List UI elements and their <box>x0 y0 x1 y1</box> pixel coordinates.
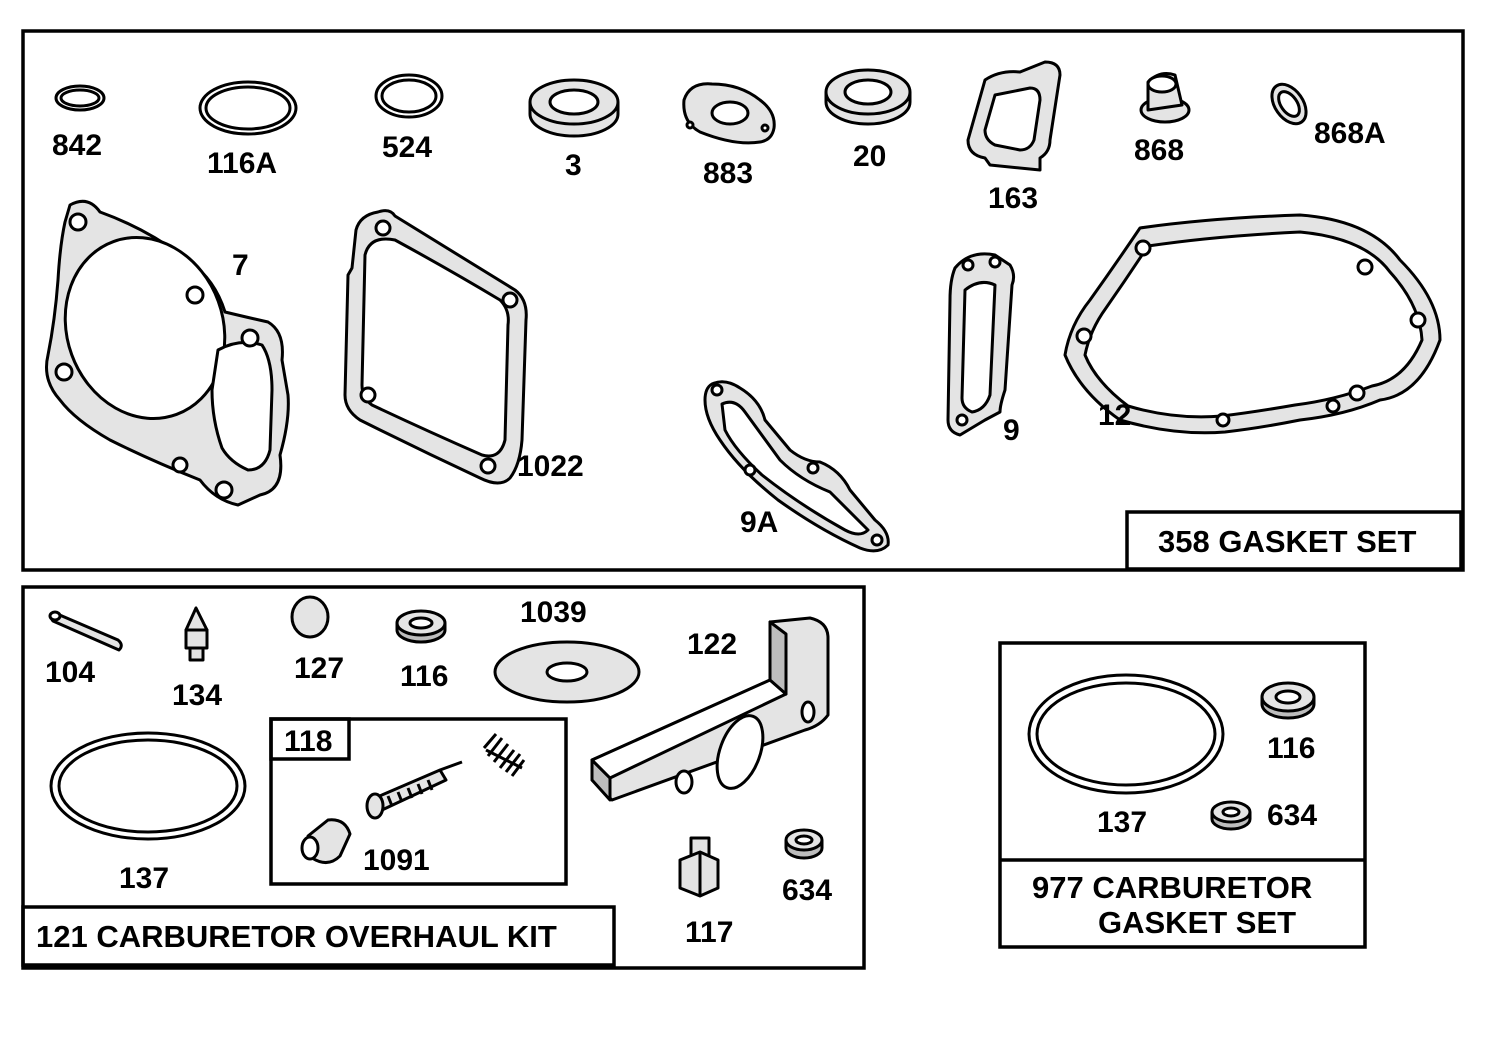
svg-text:9A: 9A <box>740 506 778 539</box>
gasket-set-panel: 358 GASKET SET 842 116A 524 3 <box>21 29 1465 572</box>
svg-text:134: 134 <box>172 679 222 712</box>
overhaul-kit-title: 121 CARBURETOR OVERHAUL KIT <box>36 919 557 954</box>
part-868: 868 <box>1134 72 1191 167</box>
part-104: 104 <box>45 610 123 689</box>
svg-text:137: 137 <box>119 862 169 895</box>
part-3: 3 <box>528 78 620 182</box>
svg-text:122: 122 <box>687 628 737 661</box>
gasket-set-title-box <box>1125 510 1463 571</box>
overhaul-kit-title-box <box>21 905 616 967</box>
svg-text:116: 116 <box>1267 732 1315 765</box>
svg-text:117: 117 <box>685 916 733 949</box>
gasket-set-title: 358 GASKET SET <box>1158 524 1416 559</box>
subkit-118-title: 118 <box>284 725 332 758</box>
svg-text:868: 868 <box>1134 134 1184 167</box>
part-1091: 1091 <box>300 733 526 877</box>
subkit-118-title-box <box>269 717 351 761</box>
svg-text:634: 634 <box>782 874 832 907</box>
part-1022: 1022 <box>343 209 584 485</box>
part-127: 127 <box>290 595 344 685</box>
svg-text:842: 842 <box>52 129 102 162</box>
svg-text:127: 127 <box>294 652 344 685</box>
part-634-carb: 634 <box>1210 799 1317 832</box>
svg-text:9: 9 <box>1003 414 1020 447</box>
svg-text:1091: 1091 <box>363 844 430 877</box>
part-116A: 116A <box>198 80 298 180</box>
gasket-set-frame <box>21 29 1465 572</box>
part-9A: 9A <box>703 380 890 553</box>
part-116-carb: 116 <box>1260 681 1316 765</box>
part-137-kit: 137 <box>49 731 247 895</box>
svg-text:524: 524 <box>382 131 432 164</box>
part-134: 134 <box>172 606 222 712</box>
part-7: 7 <box>45 199 290 507</box>
part-842: 842 <box>52 84 106 162</box>
part-137-carb: 137 <box>1027 673 1225 839</box>
part-116-kit: 116 <box>395 609 448 693</box>
svg-text:116A: 116A <box>207 147 277 180</box>
svg-text:883: 883 <box>703 157 753 190</box>
svg-text:116: 116 <box>400 660 448 693</box>
svg-text:104: 104 <box>45 656 95 689</box>
overhaul-kit-frame <box>21 585 866 970</box>
subkit-118: 118 1091 <box>269 717 568 886</box>
part-122: 122 <box>590 616 830 802</box>
part-1039: 1039 <box>493 596 641 704</box>
subkit-118-frame <box>269 717 568 886</box>
svg-text:868A: 868A <box>1314 117 1386 150</box>
overhaul-kit-panel: 121 CARBURETOR OVERHAUL KIT 104 134 127 … <box>21 585 866 970</box>
svg-text:1039: 1039 <box>520 596 587 629</box>
part-12: 12 <box>1063 213 1442 435</box>
carb-gasket-set-title-line2: GASKET SET <box>1098 905 1296 940</box>
svg-text:163: 163 <box>988 182 1038 215</box>
part-163: 163 <box>966 60 1062 215</box>
svg-text:20: 20 <box>853 140 886 173</box>
svg-text:12: 12 <box>1098 399 1131 432</box>
part-868A: 868A <box>1270 82 1386 150</box>
part-634-kit: 634 <box>782 828 832 907</box>
carb-gasket-set-title-line1: 977 CARBURETOR <box>1032 870 1312 905</box>
svg-text:137: 137 <box>1097 806 1147 839</box>
part-883: 883 <box>682 82 776 190</box>
svg-text:7: 7 <box>232 249 249 282</box>
svg-text:634: 634 <box>1267 799 1317 832</box>
part-524: 524 <box>374 73 444 164</box>
carb-gasket-set-frame <box>998 641 1367 949</box>
carb-gasket-set-panel: 977 CARBURETOR GASKET SET 116 137 634 <box>998 641 1367 949</box>
part-117: 117 <box>678 836 733 949</box>
part-9: 9 <box>946 252 1020 447</box>
svg-text:1022: 1022 <box>517 450 584 483</box>
part-20: 20 <box>824 68 912 173</box>
svg-text:3: 3 <box>565 149 582 182</box>
